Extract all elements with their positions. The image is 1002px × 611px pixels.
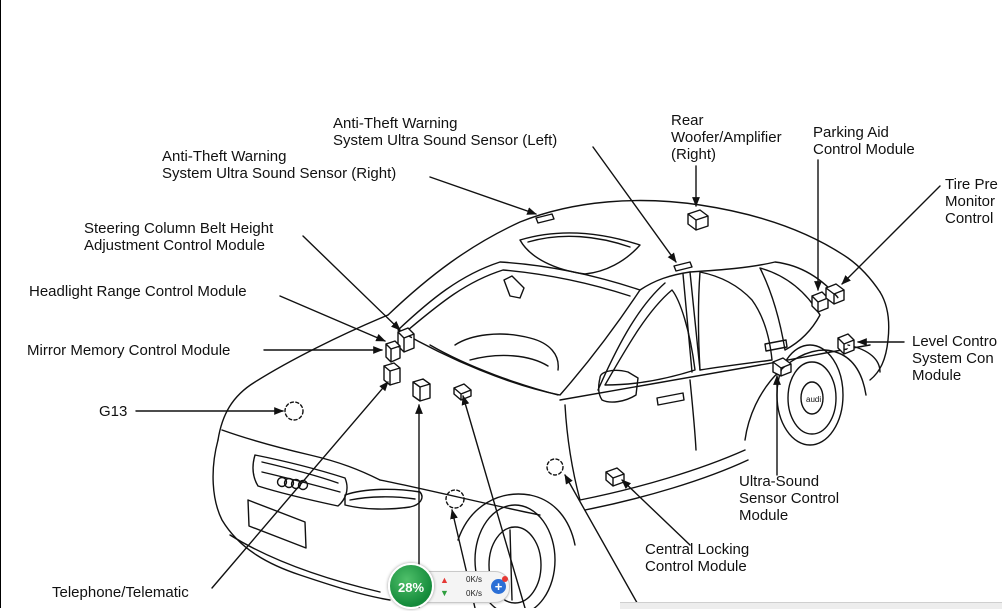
page-border-left <box>0 0 1 608</box>
components <box>383 209 855 487</box>
label-steering-column-line1: Steering Column Belt Height <box>84 220 274 237</box>
label-level-control-line2: System Con <box>912 350 994 367</box>
label-anti-theft-left-line2: System Ultra Sound Sensor (Left) <box>333 132 558 149</box>
label-anti-theft-right-line2: System Ultra Sound Sensor (Right) <box>162 165 397 182</box>
locator-circles <box>284 401 564 509</box>
car-outline: audi <box>212 199 890 608</box>
label-rear-woofer-line1: Rear <box>671 112 704 129</box>
label-level-control-line1: Level Contro <box>912 333 998 350</box>
label-ultra-sound-line2: Sensor Control <box>739 490 840 507</box>
download-arrow-icon: ▼ <box>440 588 449 598</box>
upload-speed: 0K/s <box>466 575 483 584</box>
download-speed: 0K/s <box>466 589 483 598</box>
memory-usage-badge[interactable]: 28% <box>388 563 434 609</box>
label-anti-theft-right-line1: Anti-Theft Warning <box>162 148 287 165</box>
label-tire-pressure-line1: Tire Pre <box>945 176 998 193</box>
svg-text:audi: audi <box>806 395 821 404</box>
taskbar-edge <box>620 602 1002 609</box>
label-anti-theft-left-line1: Anti-Theft Warning <box>333 115 458 132</box>
label-parking-aid-line2: Control Module <box>813 141 915 158</box>
label-steering-column-line2: Adjustment Control Module <box>84 237 265 254</box>
label-central-locking-line2: Control Module <box>645 558 747 575</box>
label-tire-pressure-line3: Control <box>945 210 994 227</box>
accelerate-button[interactable]: + <box>491 579 506 594</box>
label-g13: G13 <box>99 403 128 420</box>
label-level-control-line3: Module <box>912 367 962 384</box>
label-parking-aid-line1: Parking Aid <box>813 124 889 141</box>
label-headlight-range: Headlight Range Control Module <box>29 283 247 300</box>
upload-arrow-icon: ▲ <box>440 575 449 585</box>
label-tire-pressure-line2: Monitor <box>945 193 996 210</box>
label-telephone: Telephone/Telematic <box>52 584 189 601</box>
label-rear-woofer-line2: Woofer/Amplifier <box>671 129 782 146</box>
label-rear-woofer-line3: (Right) <box>671 146 717 163</box>
notification-dot <box>502 576 508 582</box>
label-ultra-sound-line3: Module <box>739 507 789 524</box>
label-ultra-sound-line1: Ultra-Sound <box>739 473 820 490</box>
network-speed-widget[interactable]: 28% ▲ ▼ 0K/s 0K/s + <box>384 563 514 609</box>
label-mirror-memory: Mirror Memory Control Module <box>27 342 231 359</box>
label-central-locking-line1: Central Locking <box>645 541 750 558</box>
